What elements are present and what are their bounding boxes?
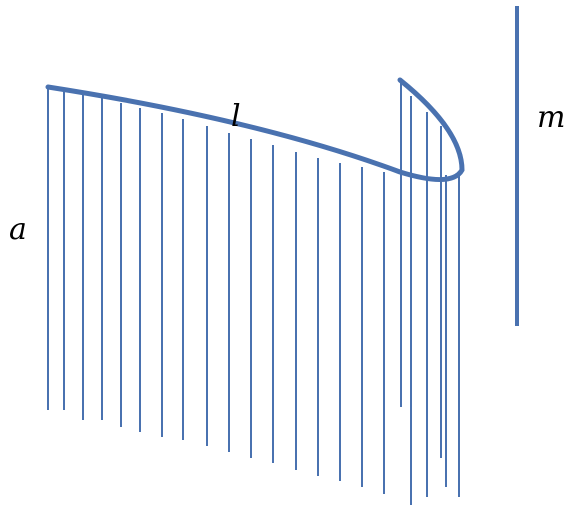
directrix-curve-l	[45, 77, 465, 183]
label-a: a	[9, 212, 27, 247]
label-m: m	[537, 100, 565, 135]
label-l: l	[231, 99, 241, 134]
generator-lines	[47, 82, 460, 505]
